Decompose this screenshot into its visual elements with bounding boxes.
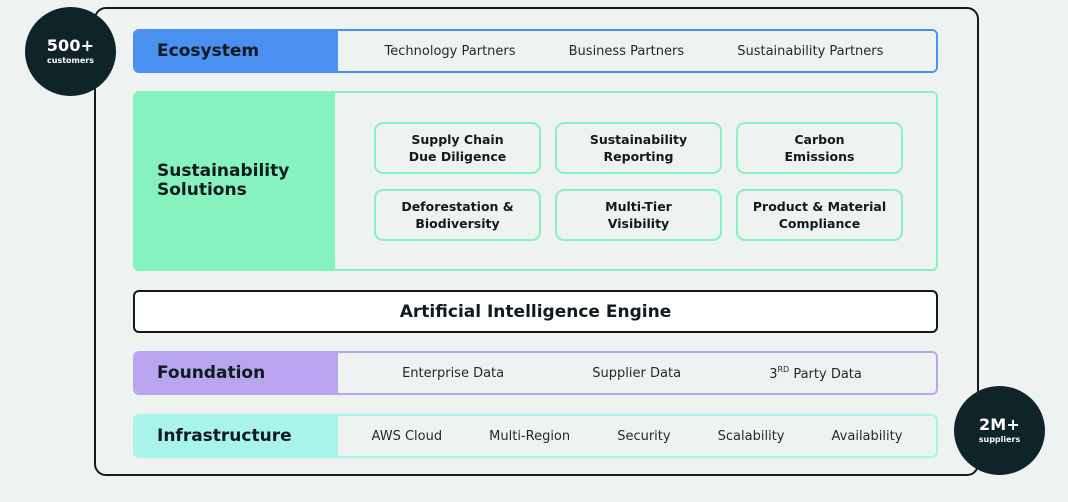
ecosystem-item-technology-partners: Technology Partners <box>384 43 516 59</box>
foundation-item-supplier-data: Supplier Data <box>592 365 682 381</box>
customers-label: customers <box>47 56 94 65</box>
infrastructure-item-aws-cloud: AWS Cloud <box>371 428 443 444</box>
solution-tile-supply-chain-due-diligence: Supply Chain Due Diligence <box>374 121 541 174</box>
ecosystem-layer: Ecosystem Technology Partners Business P… <box>133 29 938 73</box>
solution-tile-product-material-compliance: Product & Material Compliance <box>736 188 903 241</box>
infrastructure-item-availability: Availability <box>831 428 903 444</box>
infrastructure-item-multi-region: Multi-Region <box>489 428 571 444</box>
ecosystem-item-business-partners: Business Partners <box>568 43 685 59</box>
infrastructure-item-security: Security <box>617 428 671 444</box>
infrastructure-items: AWS Cloud Multi-Region Security Scalabil… <box>338 416 936 456</box>
foundation-title: Foundation <box>135 353 338 393</box>
suppliers-label: suppliers <box>978 435 1021 444</box>
customers-count: 500+ <box>46 36 95 55</box>
ecosystem-title: Ecosystem <box>135 31 338 71</box>
solutions-title: Sustainability Solutions <box>157 161 290 200</box>
foundation-layer: Foundation Enterprise Data Supplier Data… <box>133 351 938 395</box>
solution-tile-multi-tier-visibility: Multi-Tier Visibility <box>555 188 722 241</box>
ai-engine-title: Artificial Intelligence Engine <box>399 301 672 322</box>
solution-tile-carbon-emissions: Carbon Emissions <box>736 121 903 174</box>
infrastructure-title: Infrastructure <box>135 416 338 456</box>
suppliers-badge: 2M+ suppliers <box>954 386 1045 475</box>
solution-tile-deforestation-biodiversity: Deforestation & Biodiversity <box>374 188 541 241</box>
third-party-suffix: Party Data <box>789 366 862 382</box>
ecosystem-items: Technology Partners Business Partners Su… <box>338 31 936 71</box>
foundation-item-third-party-data: 3RD Party Data <box>769 365 862 382</box>
solution-tile-sustainability-reporting: Sustainability Reporting <box>555 121 722 174</box>
solutions-grid: Supply Chain Due Diligence Sustainabilit… <box>335 93 936 269</box>
solutions-layer: Sustainability Solutions Supply Chain Du… <box>133 91 938 271</box>
infrastructure-item-scalability: Scalability <box>717 428 785 444</box>
third-party-prefix: 3 <box>769 366 778 382</box>
customers-badge: 500+ customers <box>25 7 116 96</box>
infrastructure-layer: Infrastructure AWS Cloud Multi-Region Se… <box>133 414 938 458</box>
ecosystem-item-sustainability-partners: Sustainability Partners <box>737 43 884 59</box>
foundation-item-enterprise-data: Enterprise Data <box>402 365 505 381</box>
ai-engine-layer: Artificial Intelligence Engine <box>133 290 938 333</box>
solutions-title-block: Sustainability Solutions <box>135 93 335 269</box>
third-party-superscript: RD <box>777 364 790 374</box>
suppliers-count: 2M+ <box>978 415 1021 434</box>
foundation-items: Enterprise Data Supplier Data 3RD Party … <box>338 353 936 393</box>
